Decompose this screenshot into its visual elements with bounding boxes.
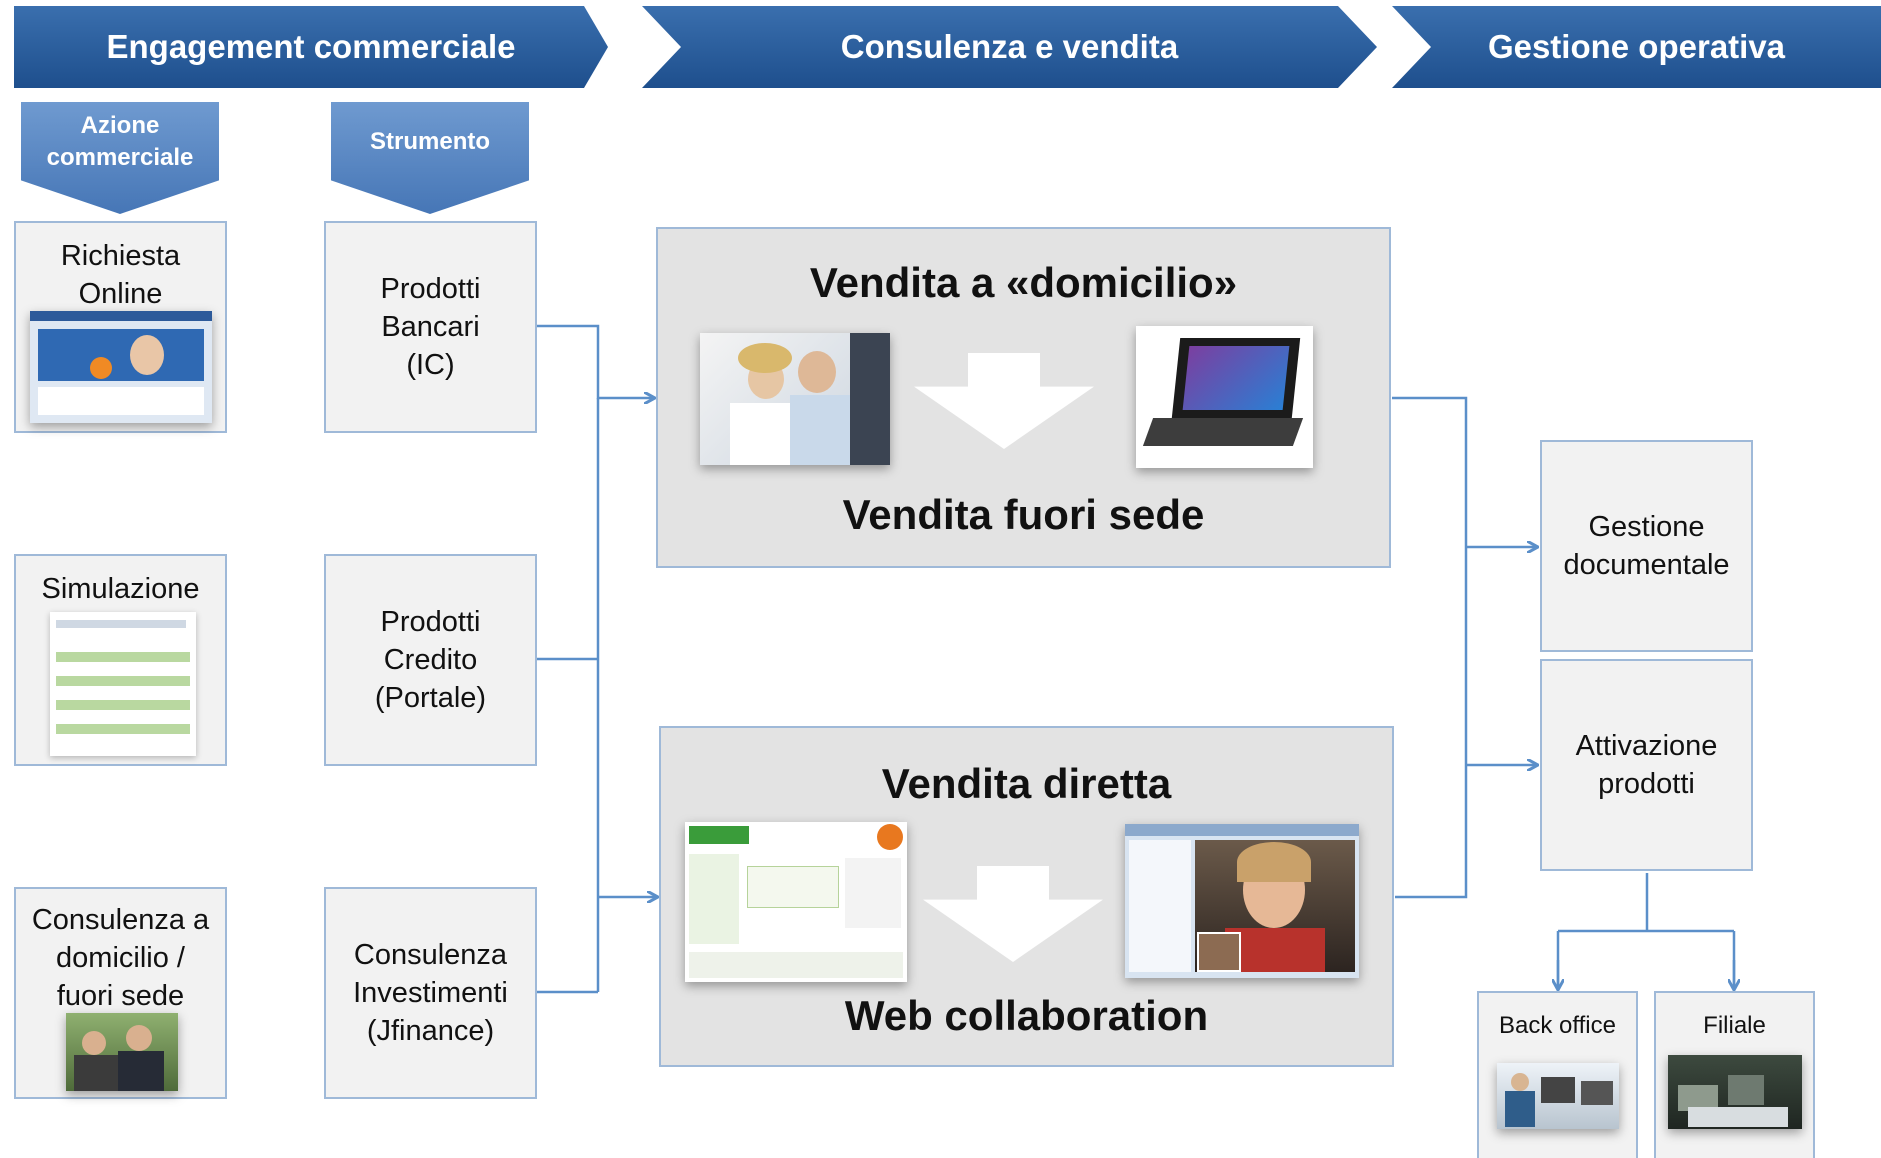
- back-office-photo-image: [1497, 1063, 1619, 1129]
- action-simulazione: Simulazione: [14, 554, 227, 766]
- panel-title: Vendita diretta: [881, 760, 1172, 807]
- tool-label: Consulenza Investimenti (Jfinance): [353, 939, 508, 1047]
- connector-bancari: [537, 324, 654, 398]
- down-arrow-icon: [923, 866, 1103, 962]
- stage-gestione-operativa: Gestione operativa: [1392, 6, 1881, 88]
- ops-back-office: Back office: [1477, 991, 1638, 1158]
- ops-label: Filiale: [1703, 1012, 1766, 1039]
- ops-attivazione-prodotti: Attivazione prodotti: [1540, 659, 1753, 871]
- tool-prodotti-credito: Prodotti Credito (Portale): [324, 554, 537, 766]
- action-label: Richiesta Online: [60, 240, 181, 310]
- tool-prodotti-bancari: Prodotti Bancari (IC): [324, 221, 537, 433]
- action-label: Consulenza a domicilio / fuori sede: [31, 904, 210, 1012]
- meeting-photo-image: [66, 1013, 178, 1091]
- panel-vendita-domicilio: Vendita a «domicilio» Vendita fuori sede: [656, 227, 1391, 568]
- consultation-photo-image: [700, 333, 890, 465]
- tablet-laptop-image: [1136, 326, 1313, 468]
- branch-photo-image: [1668, 1055, 1802, 1129]
- tag-line: Azione: [80, 112, 160, 139]
- video-call-image: [1125, 824, 1359, 978]
- web-portal-image: [685, 822, 907, 982]
- ops-filiale: Filiale: [1654, 991, 1815, 1158]
- tag-line: Strumento: [370, 128, 490, 155]
- action-richiesta-online: Richiesta Online: [14, 221, 227, 433]
- stage-label: Gestione operativa: [1487, 28, 1786, 65]
- ops-label: Attivazione prodotti: [1575, 730, 1718, 800]
- stage-label: Engagement commerciale: [106, 28, 516, 65]
- panel-subtitle: Vendita fuori sede: [842, 491, 1205, 538]
- stage-consulenza-vendita: Consulenza e vendita: [642, 6, 1377, 88]
- connector-split: [1556, 873, 1736, 989]
- tag-line: commerciale: [46, 144, 194, 171]
- connector-top-panel-out: [1392, 396, 1468, 899]
- website-screenshot-image: [30, 311, 212, 423]
- action-consulenza-domicilio: Consulenza a domicilio / fuori sede: [14, 887, 227, 1099]
- ops-label: Back office: [1499, 1012, 1616, 1039]
- tool-label: Prodotti Credito (Portale): [374, 606, 487, 714]
- stage-label: Consulenza e vendita: [840, 28, 1179, 65]
- panel-subtitle: Web collaboration: [844, 992, 1209, 1039]
- ops-label: Gestione documentale: [1563, 511, 1730, 581]
- stage-engagement-commerciale: Engagement commerciale: [14, 6, 608, 88]
- tool-label: Prodotti Bancari (IC): [380, 273, 481, 381]
- tool-consulenza-investimenti: Consulenza Investimenti (Jfinance): [324, 887, 537, 1099]
- panel-vendita-diretta: Vendita diretta Web collaboration: [659, 726, 1394, 1067]
- ops-gestione-documentale: Gestione documentale: [1540, 440, 1753, 652]
- simulation-form-image: [50, 612, 196, 756]
- down-arrow-icon: [914, 353, 1094, 449]
- action-label: Simulazione: [41, 573, 200, 605]
- panel-title: Vendita a «domicilio»: [809, 259, 1238, 306]
